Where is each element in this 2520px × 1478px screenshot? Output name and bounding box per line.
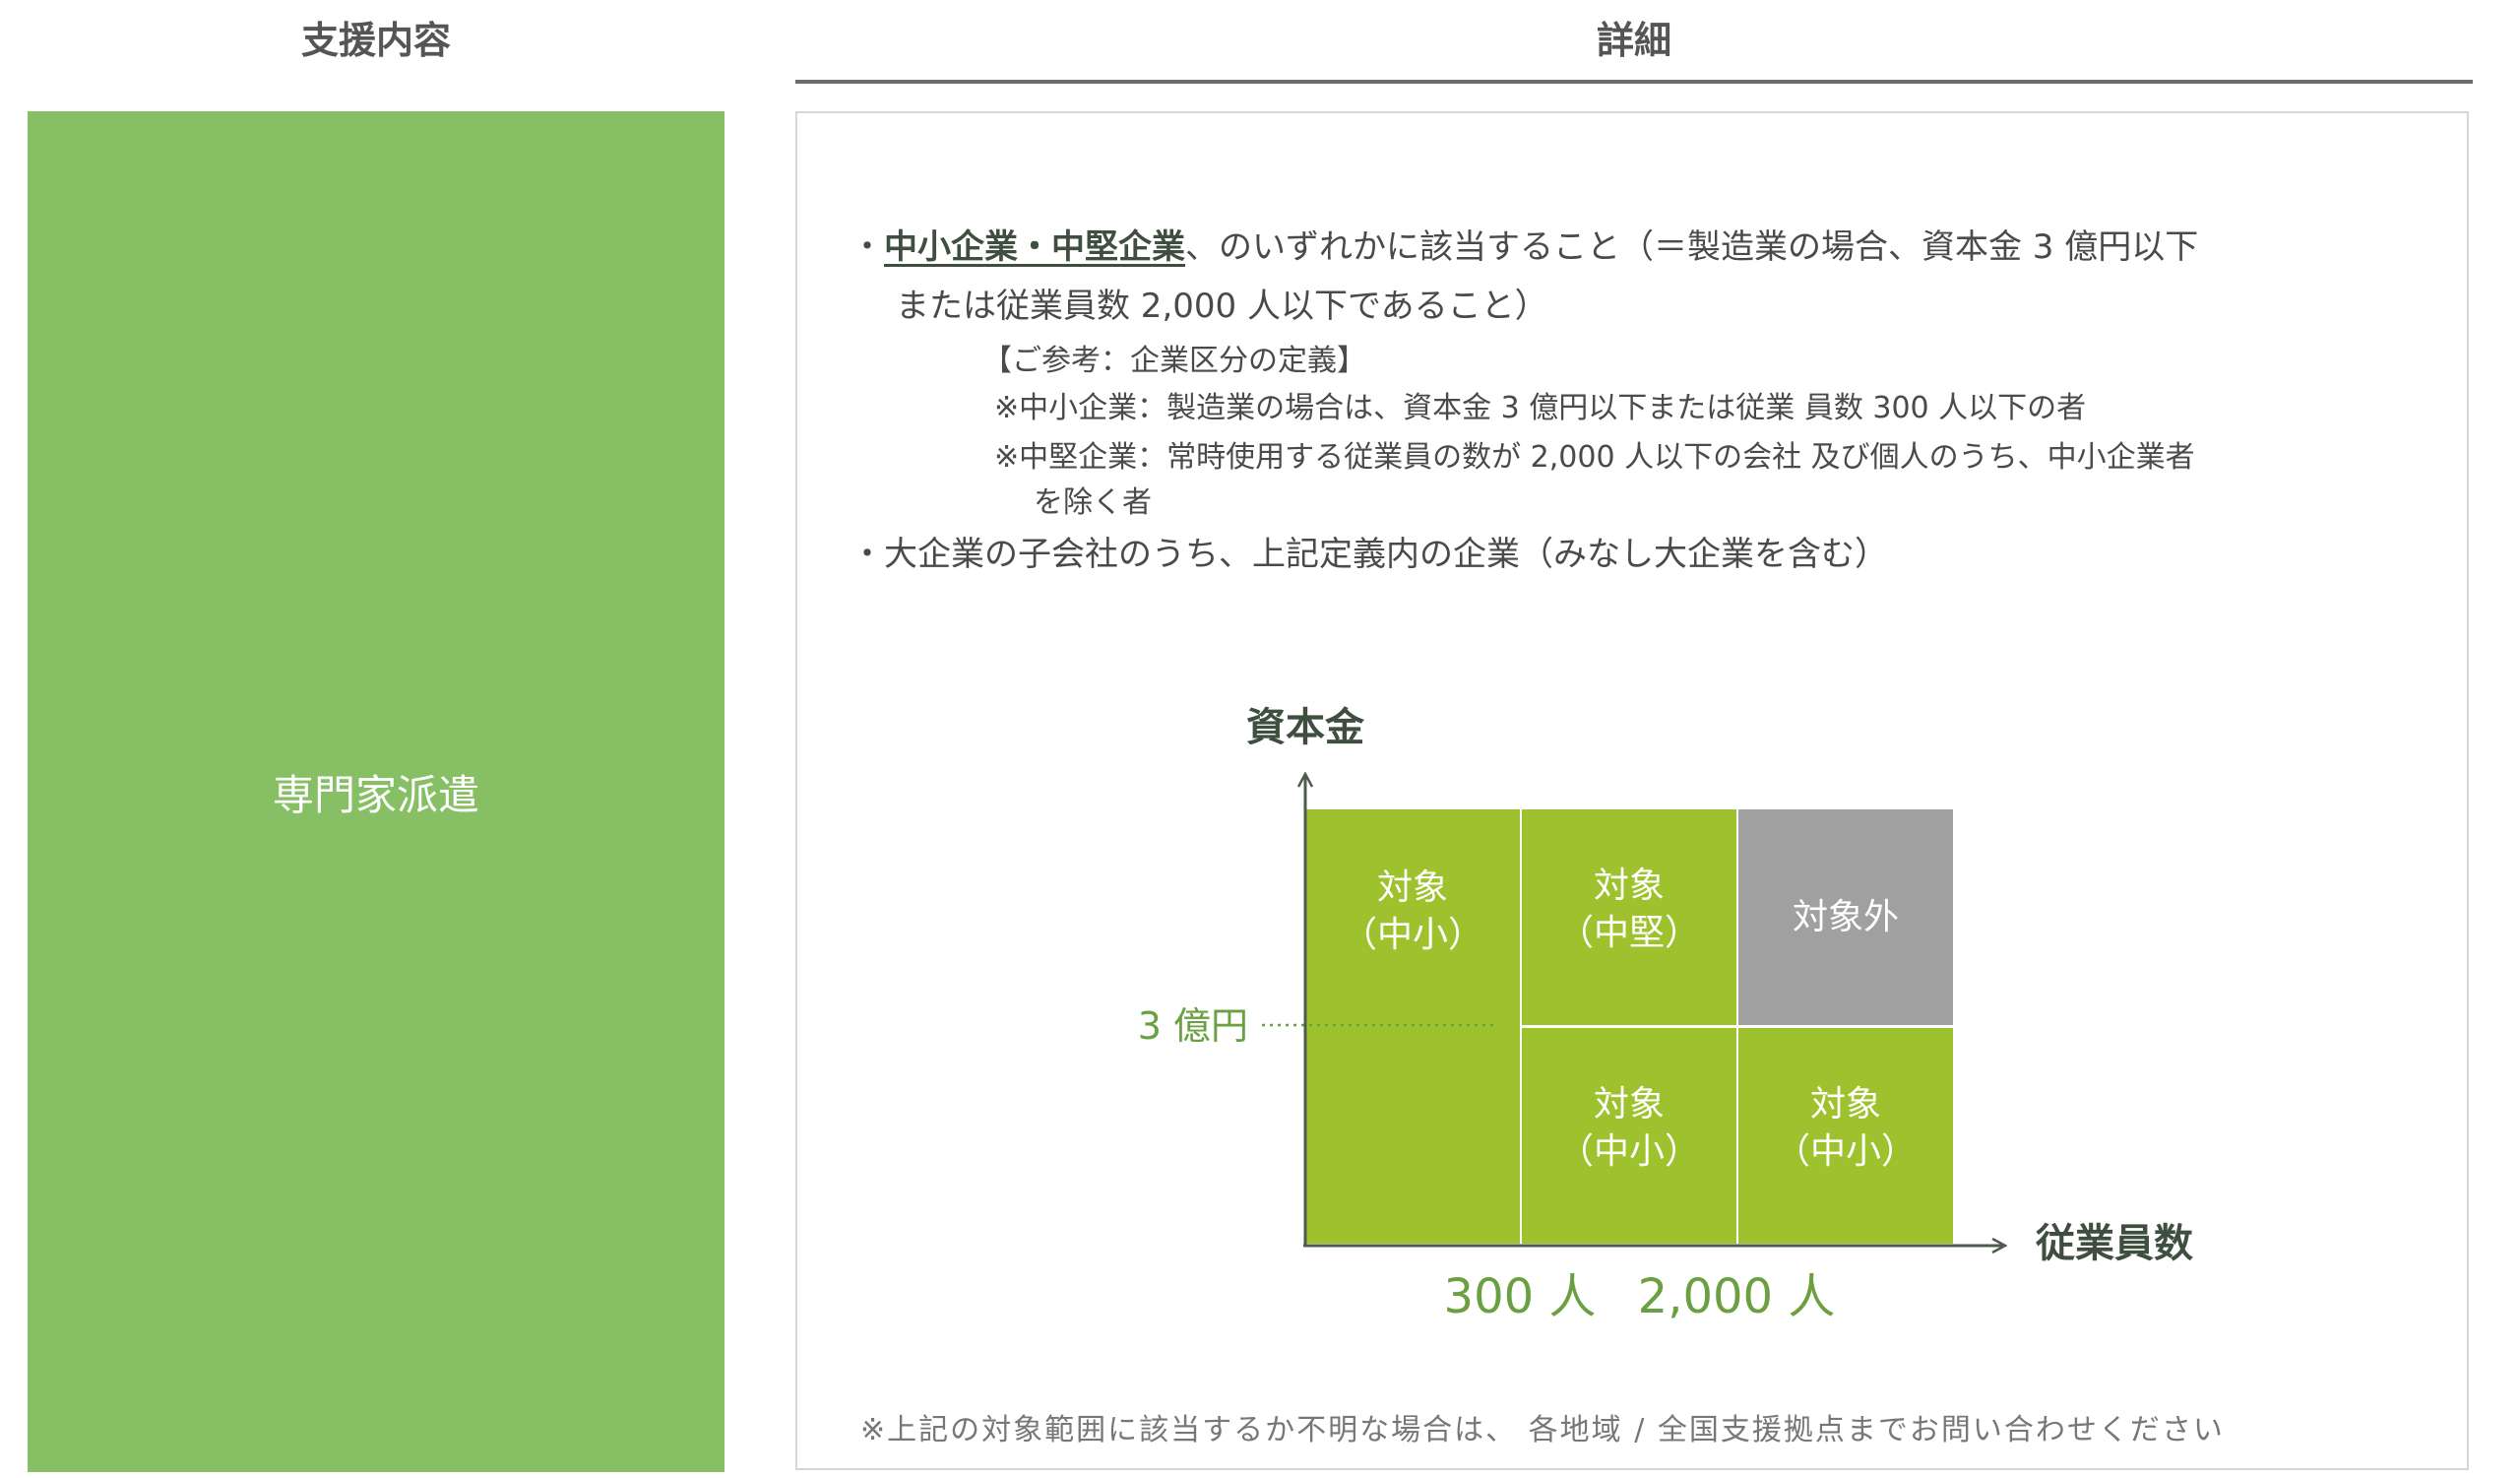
cell-right-top-line1: 対象外	[1793, 897, 1899, 937]
cell-mid-bottom	[1522, 1028, 1736, 1244]
eligibility-line-2: または従業員数 2,000 人以下であること）	[896, 287, 1548, 326]
x-tick-2000: 2,000 人	[1638, 1269, 1836, 1324]
eligibility-diagram: 対象 （中小） 対象 （中堅） 対象外 対象 （中小） 対象 （中小） 資本金 …	[1138, 705, 2193, 1324]
details-header: 詳細	[1596, 19, 1671, 62]
reference-midsize-definition: ※中堅企業：常時使用する従業員の数が 2,000 人以下の会社 及び個人のうち、…	[994, 440, 2195, 475]
details-header-underline	[795, 80, 2473, 84]
cell-mid-top	[1522, 809, 1736, 1025]
y-axis-title: 資本金	[1246, 705, 1365, 750]
eligibility-line-1: ・中小企業・中堅企業、のいずれかに該当すること（＝製造業の場合、資本金 3 億円…	[850, 220, 2198, 268]
bullet: ・	[850, 227, 884, 267]
cell-right-bottom	[1738, 1028, 1953, 1244]
inquiry-note: ※上記の対象範囲に該当するか不明な場合は、 各地域 / 全国支援拠点までお問い合…	[860, 1413, 2225, 1447]
cell-left-tall-line1: 対象	[1377, 868, 1448, 908]
reference-sme-definition: ※中小企業：製造業の場合は、資本金 3 億円以下または従業 員数 300 人以下…	[994, 391, 2087, 425]
cell-mid-bottom-line2: （中小）	[1558, 1131, 1700, 1172]
y-threshold-label: 3 億円	[1138, 1004, 1248, 1048]
x-tick-300: 300 人	[1444, 1269, 1597, 1324]
cell-mid-bottom-line1: 対象	[1594, 1084, 1665, 1125]
cell-left-tall	[1305, 809, 1520, 1244]
support-content-header: 支援内容	[300, 19, 451, 62]
support-item-label: 専門家派遣	[272, 770, 479, 819]
eligibility-highlight: 中小企業・中堅企業	[884, 227, 1185, 267]
cell-mid-top-line1: 対象	[1594, 866, 1665, 906]
x-axis-title: 従業員数	[2035, 1221, 2193, 1266]
support-item-box: 専門家派遣	[28, 111, 724, 1472]
cell-right-bottom-line1: 対象	[1810, 1084, 1881, 1125]
cell-left-tall-line2: （中小）	[1342, 915, 1483, 955]
reference-title: 【ご参考：企業区分の定義】	[982, 344, 1366, 378]
cell-right-top	[1738, 809, 1953, 1025]
eligibility-line-1-rest: 、のいずれかに該当すること（＝製造業の場合、資本金 3 億円以下	[1185, 227, 2199, 267]
reference-midsize-definition-cont: を除く者	[1034, 485, 1152, 520]
details-panel: ・中小企業・中堅企業、のいずれかに該当すること（＝製造業の場合、資本金 3 億円…	[795, 111, 2469, 1470]
subsidiary-eligibility-line: ・大企業の子会社のうち、上記定義内の企業（みなし大企業を含む）	[850, 535, 1888, 574]
cell-mid-top-line2: （中堅）	[1558, 913, 1700, 953]
cell-right-bottom-line2: （中小）	[1775, 1131, 1917, 1172]
